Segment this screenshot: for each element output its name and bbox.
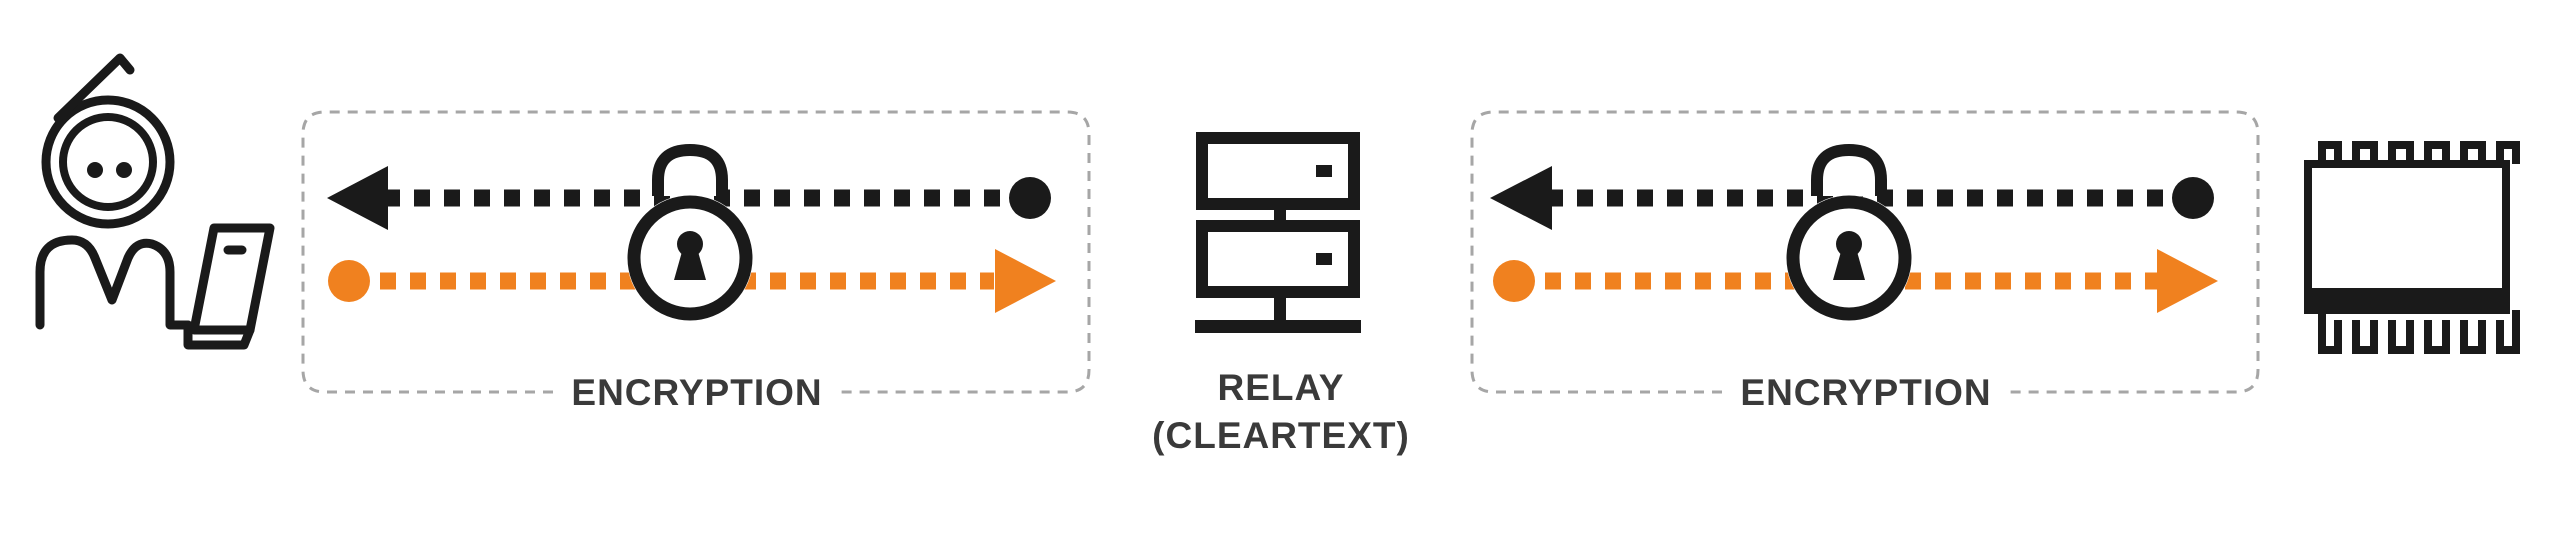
encryption-label-left: ENCRYPTION	[571, 372, 822, 413]
server-rack-icon	[1195, 132, 1361, 333]
microchip-icon	[2304, 141, 2520, 354]
encryption-frame-left	[301, 110, 1091, 394]
padlock-icon	[1786, 143, 1912, 321]
relay-sublabel: (CLEARTEXT)	[1152, 415, 1410, 456]
encryption-segment-right: ENCRYPTION	[1470, 110, 2260, 413]
relay-label: RELAY	[1217, 367, 1344, 408]
encryption-label-right: ENCRYPTION	[1740, 372, 1991, 413]
padlock-icon	[627, 143, 753, 321]
encryption-segment-left: ENCRYPTION	[301, 110, 1091, 413]
person-with-laptop-icon	[35, 53, 275, 350]
encryption-frame-right	[1470, 110, 2260, 394]
